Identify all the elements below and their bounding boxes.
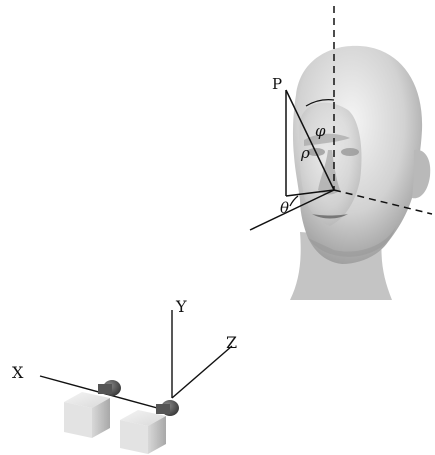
camera-axes (40, 310, 232, 412)
camera-right (120, 400, 179, 454)
camera-left-front (64, 402, 92, 438)
axis-x-label: X (12, 363, 24, 382)
camera-left-lens-barrel (98, 384, 112, 394)
theta-label: θ (280, 199, 289, 217)
z-axis-line (172, 346, 232, 398)
head-model (290, 46, 430, 300)
point-label: P (272, 75, 282, 93)
phi-label: φ (315, 122, 326, 140)
axis-z-label: Z (226, 333, 237, 352)
theta-angle-arc (290, 196, 298, 206)
axis-y-label: Y (175, 297, 187, 316)
camera-left (64, 380, 121, 438)
eye-right (341, 148, 359, 156)
rho-label: ρ (300, 144, 310, 162)
camera-right-front (120, 420, 148, 454)
head-ear (412, 150, 430, 199)
camera-right-lens-barrel (156, 404, 170, 414)
